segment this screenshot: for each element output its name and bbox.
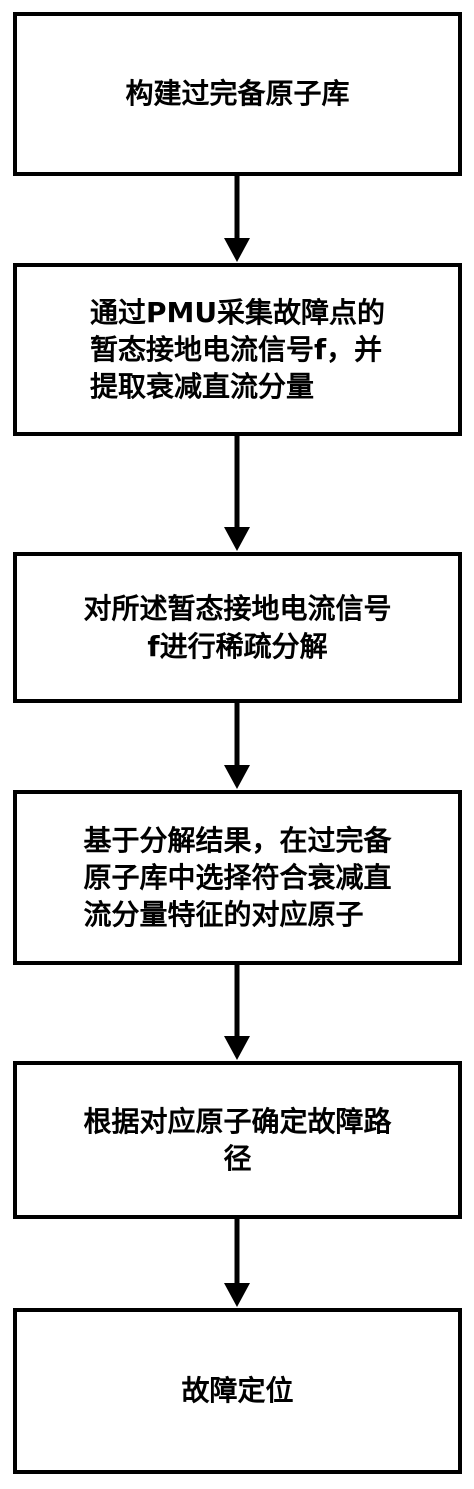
step-select-atom: 基于分解结果，在过完备 原子库中选择符合衰减直 流分量特征的对应原子 [13, 790, 462, 965]
arrow-3 [224, 703, 250, 789]
step-sparse-decomposition: 对所述暂态接地电流信号 f进行稀疏分解 [13, 552, 462, 703]
arrow-5 [224, 1219, 250, 1307]
step-select-atom-text: 基于分解结果，在过完备 原子库中选择符合衰减直 流分量特征的对应原子 [83, 823, 392, 932]
arrow-1 [224, 176, 250, 262]
step-collect-signal: 通过PMU采集故障点的 暂态接地电流信号f，并 提取衰减直流分量 [13, 263, 462, 436]
step-build-atom-library: 构建过完备原子库 [13, 12, 462, 176]
step-fault-location: 故障定位 [13, 1308, 462, 1474]
arrow-2 [224, 436, 250, 551]
step-determine-fault-path-text: 根据对应原子确定故障路 径 [83, 1104, 392, 1175]
arrow-4 [224, 965, 250, 1060]
step-determine-fault-path: 根据对应原子确定故障路 径 [13, 1061, 462, 1219]
step-build-atom-library-text: 构建过完备原子库 [125, 77, 350, 111]
step-collect-signal-text: 通过PMU采集故障点的 暂态接地电流信号f，并 提取衰减直流分量 [89, 295, 386, 404]
step-fault-location-text: 故障定位 [181, 1374, 294, 1408]
step-sparse-decomposition-text: 对所述暂态接地电流信号 f进行稀疏分解 [83, 592, 392, 663]
